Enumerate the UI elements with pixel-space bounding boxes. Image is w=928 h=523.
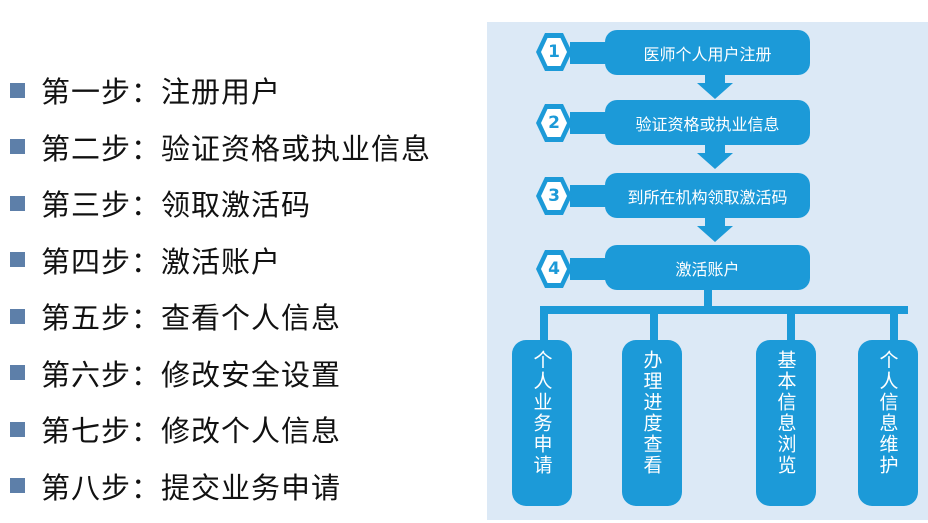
list-item: 第七步：修改个人信息 — [10, 401, 431, 458]
arrow-down-icon — [697, 153, 733, 169]
step-number: 3 — [541, 182, 567, 210]
step-label: 第三步：领取激活码 — [41, 188, 312, 223]
branch-label: 个人信息维护 — [876, 350, 899, 476]
step-number: 4 — [541, 255, 567, 283]
tree-line — [540, 306, 908, 314]
tree-line — [890, 306, 898, 342]
bullet-icon — [10, 195, 25, 211]
flow-step-label: 激活账户 — [675, 259, 740, 279]
step-label: 第五步：查看个人信息 — [41, 301, 342, 336]
bullet-icon — [10, 139, 25, 155]
branch-label: 办理进度查看 — [640, 350, 663, 476]
flow-step-2: 验证资格或执业信息 — [605, 100, 810, 145]
bullet-icon — [10, 308, 25, 324]
step-label: 第四步：激活账户 — [41, 244, 282, 279]
flow-step-label: 医师个人用户注册 — [643, 44, 772, 64]
tree-line — [704, 290, 712, 312]
list-item: 第五步：查看个人信息 — [10, 288, 431, 345]
flow-step-1: 医师个人用户注册 — [605, 30, 810, 75]
connector — [570, 42, 610, 64]
branch-label: 个人业务申请 — [530, 350, 553, 476]
flow-step-label: 到所在机构领取激活码 — [627, 187, 788, 207]
tree-line — [787, 306, 795, 342]
list-item: 第三步：领取激活码 — [10, 175, 431, 232]
bullet-icon — [10, 478, 25, 494]
arrow-stem — [705, 145, 725, 153]
connector — [570, 258, 610, 280]
step-label: 第一步：注册用户 — [41, 75, 282, 110]
list-item: 第一步：注册用户 — [10, 62, 431, 119]
step-number: 1 — [541, 38, 567, 66]
flow-step-3: 到所在机构领取激活码 — [605, 173, 810, 218]
list-item: 第四步：激活账户 — [10, 232, 431, 289]
branch-box: 基本信息浏览 — [756, 340, 816, 506]
step-list: 第一步：注册用户 第二步：验证资格或执业信息 第三步：领取激活码 第四步：激活账… — [10, 62, 431, 514]
connector — [570, 112, 610, 134]
arrow-stem — [705, 218, 725, 226]
tree-line — [540, 306, 548, 342]
step-number-badge: 4 — [536, 250, 572, 288]
arrow-stem — [705, 75, 725, 83]
branch-label: 基本信息浏览 — [774, 350, 797, 476]
step-label: 第二步：验证资格或执业信息 — [41, 131, 432, 166]
branch-box: 办理进度查看 — [622, 340, 682, 506]
list-item: 第八步：提交业务申请 — [10, 458, 431, 515]
step-label: 第七步：修改个人信息 — [41, 414, 342, 449]
bullet-icon — [10, 252, 25, 268]
branch-box: 个人业务申请 — [512, 340, 572, 506]
step-label: 第八步：提交业务申请 — [41, 470, 342, 505]
arrow-down-icon — [697, 83, 733, 99]
step-number: 2 — [541, 109, 567, 137]
tree-line — [650, 306, 658, 342]
arrow-down-icon — [697, 226, 733, 242]
flow-step-label: 验证资格或执业信息 — [635, 114, 780, 134]
branch-box: 个人信息维护 — [858, 340, 918, 506]
step-label: 第六步：修改安全设置 — [41, 357, 342, 392]
bullet-icon — [10, 82, 25, 98]
bullet-icon — [10, 421, 25, 437]
flow-step-4: 激活账户 — [605, 245, 810, 290]
list-item: 第六步：修改安全设置 — [10, 345, 431, 402]
connector — [570, 185, 610, 207]
list-item: 第二步：验证资格或执业信息 — [10, 119, 431, 176]
bullet-icon — [10, 365, 25, 381]
